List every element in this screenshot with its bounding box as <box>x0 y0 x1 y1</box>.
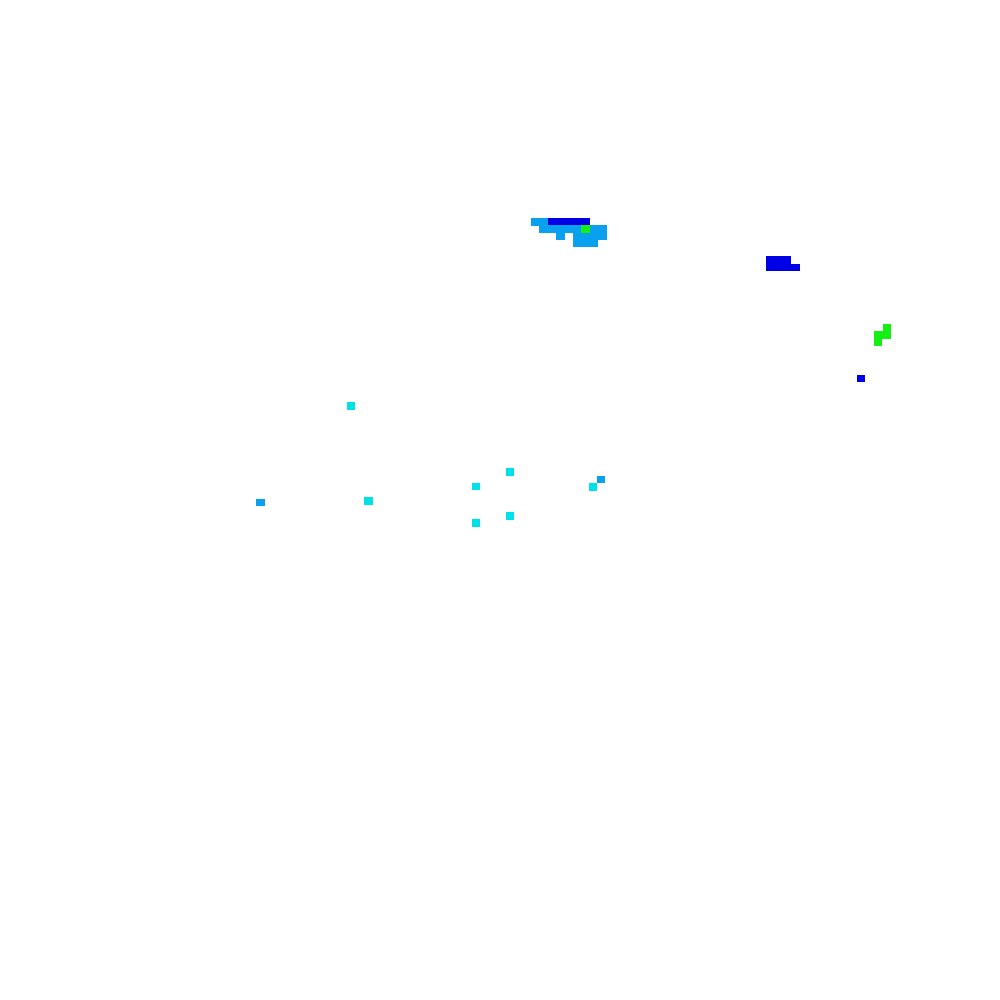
cyan-pixel <box>506 512 514 520</box>
cyan-pixel <box>472 519 480 527</box>
cyan-pixel <box>472 483 480 490</box>
dark-blue-pixel <box>766 256 791 271</box>
cyan-pixel <box>347 402 355 410</box>
green-pixel <box>874 331 891 339</box>
cyan-pixel <box>506 468 514 476</box>
azure-pixel <box>573 232 598 247</box>
green-pixel <box>874 338 882 346</box>
azure-pixel <box>539 225 581 233</box>
azure-pixel <box>531 218 549 226</box>
green-pixel <box>581 225 590 233</box>
dark-blue-pixel <box>548 218 590 225</box>
dark-blue-pixel <box>857 375 865 382</box>
azure-pixel <box>256 499 265 506</box>
cyan-pixel <box>364 497 373 505</box>
azure-pixel <box>556 232 565 240</box>
cyan-pixel <box>589 483 597 491</box>
green-pixel <box>883 324 891 332</box>
dark-blue-pixel <box>789 264 800 271</box>
azure-pixel <box>597 476 605 483</box>
